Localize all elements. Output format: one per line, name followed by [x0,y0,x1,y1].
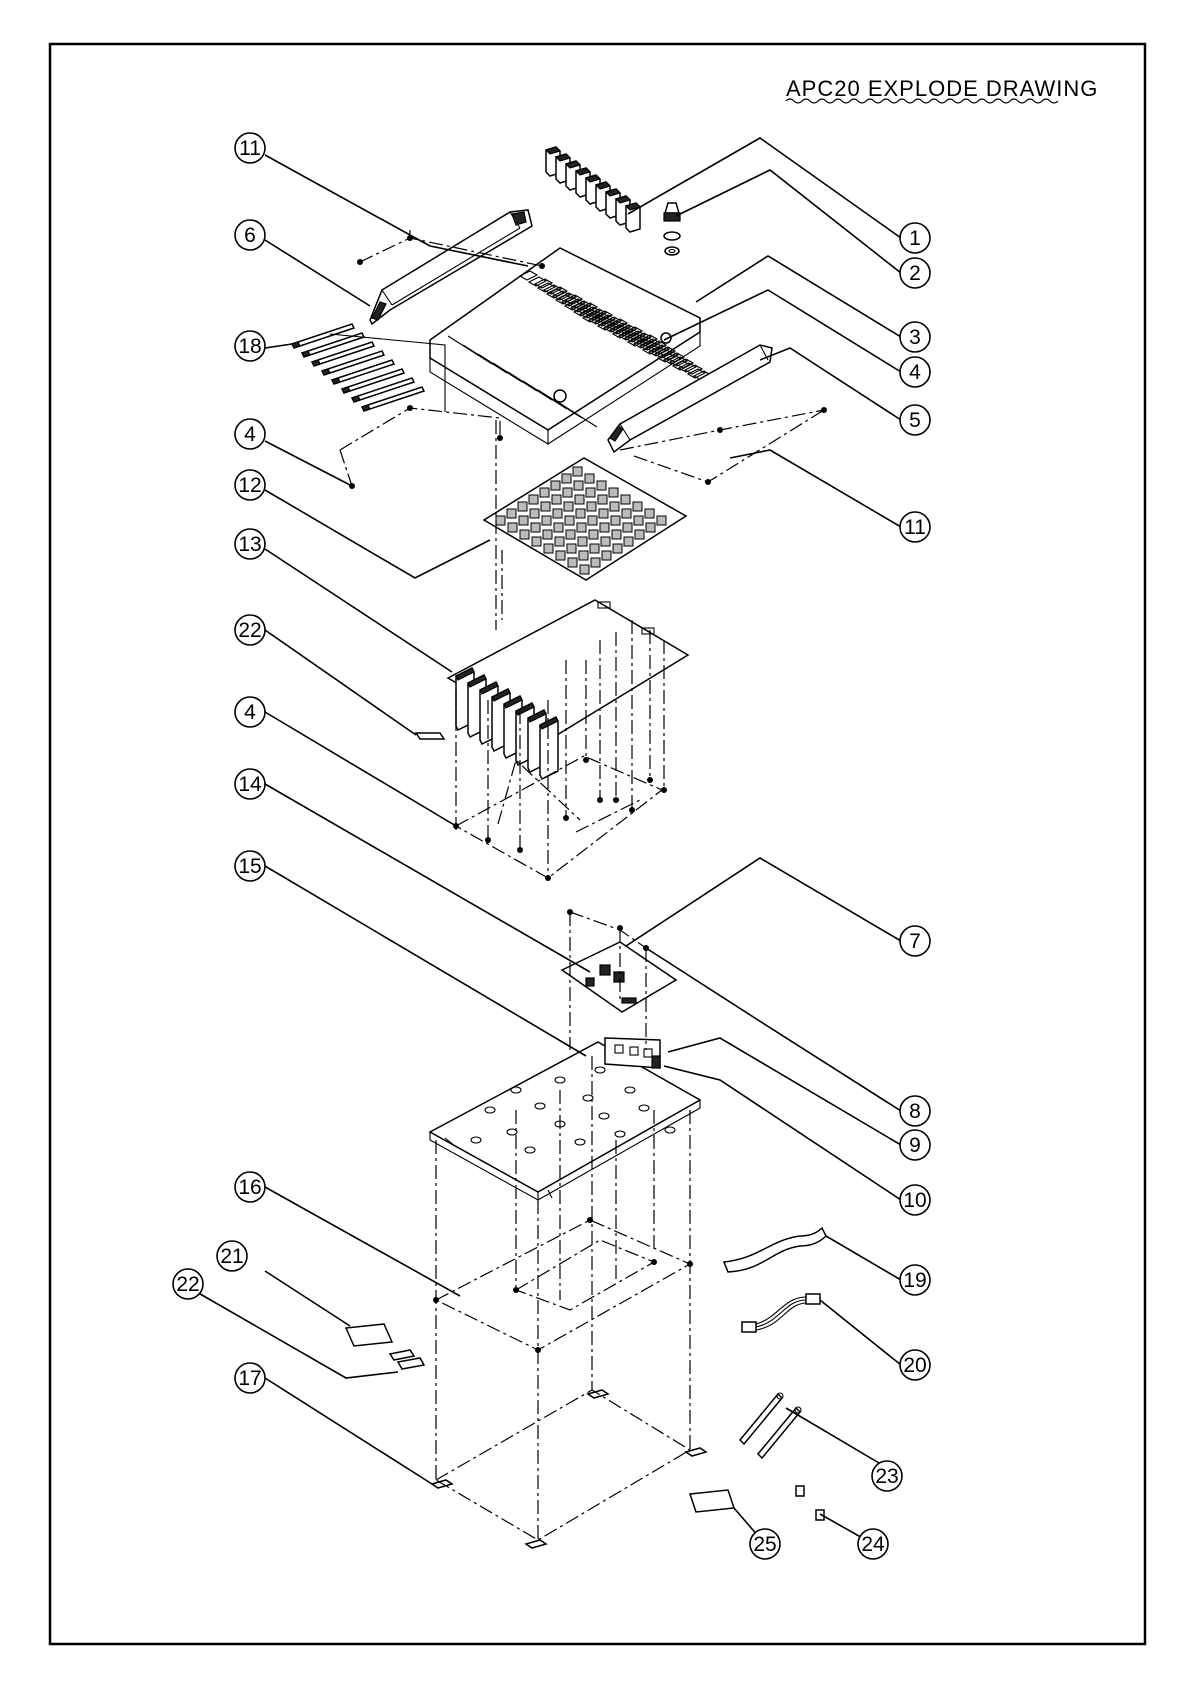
callout-number: 18 [238,335,261,358]
callout-c16: 16 [235,1172,265,1202]
callout-number: 16 [238,1176,261,1199]
callout-c18: 18 [235,331,265,361]
callout-number: 12 [238,474,261,497]
part-encoder-knob [664,203,680,255]
part-rubber-feet [432,1390,706,1548]
part-ribbon-cable [724,1228,826,1272]
callout-number: 17 [238,1367,261,1390]
callout-number: 10 [903,1189,926,1212]
callout-c4a: 4 [900,357,930,387]
part-main-pcb [448,600,688,779]
callout-number: 23 [875,1465,898,1488]
part-connector [652,1056,660,1068]
callout-number: 4 [909,361,921,384]
callout-c12: 12 [235,470,265,500]
callout-c6: 6 [235,220,265,250]
callout-c10: 10 [900,1185,930,1215]
part-io-pcb [562,942,676,1012]
callout-number: 1 [909,227,921,250]
callout-c22b: 22 [173,1269,203,1299]
callout-c23: 23 [872,1461,902,1491]
callout-c21: 21 [217,1241,247,1271]
callout-c5: 5 [900,405,930,435]
callout-number: 6 [244,224,256,247]
callout-number: 24 [861,1533,885,1556]
callout-c19: 19 [900,1265,930,1295]
callout-c24: 24 [858,1529,888,1559]
part-cable-ties [740,1393,801,1458]
callout-number: 22 [176,1273,199,1296]
callout-number: 2 [909,262,921,285]
callout-number: 14 [238,773,262,796]
part-label-small-top [416,733,444,739]
callout-number: 19 [903,1269,926,1292]
callout-number: 8 [909,1100,921,1123]
part-fader-caps [292,324,445,412]
callout-number: 22 [238,619,261,642]
assembly-centerlines [340,230,824,1540]
drawing-title: APC20 EXPLODE DRAWING [786,76,1098,101]
callout-number: 11 [904,516,926,539]
callout-c25: 25 [750,1529,780,1559]
part-fader-knobs [546,147,640,232]
callout-c3: 3 [900,322,930,352]
callout-c15: 15 [235,851,265,881]
callout-c1: 1 [900,223,930,253]
part-label-22-bottom [390,1350,424,1369]
callout-c7: 7 [900,926,930,956]
callout-c11a: 11 [235,133,265,163]
callout-number: 5 [909,409,921,432]
callout-number: 21 [220,1245,243,1268]
drawing-title-block: APC20 EXPLODE DRAWING [786,76,1098,103]
callout-number: 15 [238,855,261,878]
callout-c2: 2 [900,258,930,288]
part-sticker [690,1490,734,1512]
callout-c11b: 11 [900,512,930,542]
callout-number: 11 [239,137,261,160]
callout-c17: 17 [235,1363,265,1393]
callout-number: 3 [909,326,921,349]
callout-number: 7 [909,930,921,953]
part-wire-harness [742,1294,820,1332]
callout-c22a: 22 [235,615,265,645]
callout-c20: 20 [900,1350,930,1380]
callout-number: 4 [244,701,256,724]
callout-number: 25 [753,1533,776,1556]
part-label-21 [346,1324,392,1346]
callout-c4c: 4 [235,697,265,727]
part-rubber-pad-matrix [484,458,686,580]
callout-c8: 8 [900,1096,930,1126]
callout-number: 4 [244,423,256,446]
callout-number: 9 [909,1134,921,1157]
callout-c14: 14 [235,769,265,799]
callout-c13: 13 [235,529,265,559]
callout-number: 20 [903,1354,926,1377]
callout-number: 13 [238,533,261,556]
callout-c9: 9 [900,1130,930,1160]
callout-c4b: 4 [235,419,265,449]
part-clips [796,1486,824,1520]
